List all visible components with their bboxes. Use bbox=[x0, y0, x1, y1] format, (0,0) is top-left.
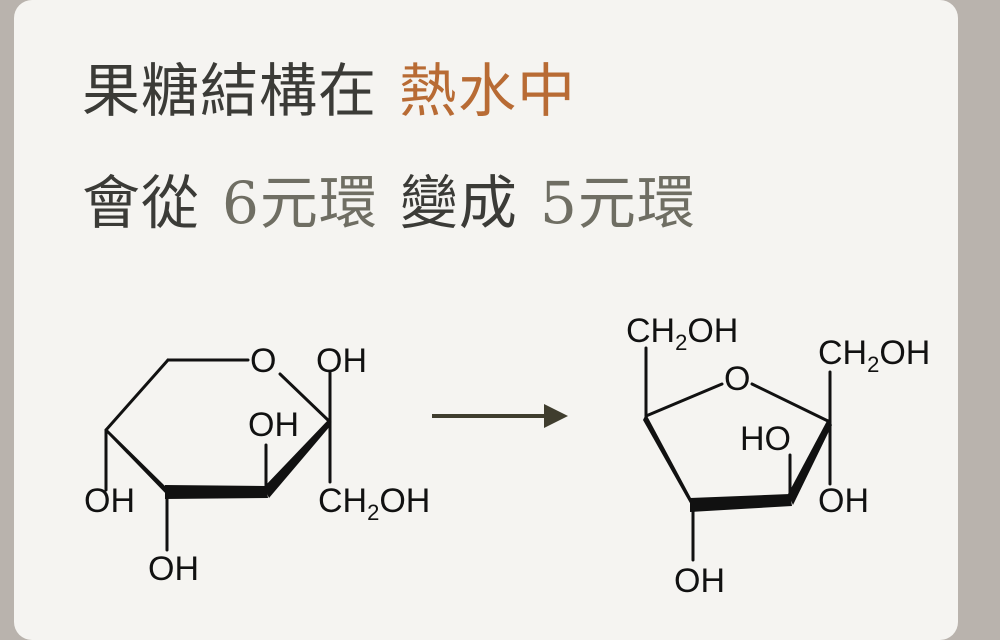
content-card bbox=[14, 0, 958, 640]
pyranose-oh-top: OH bbox=[316, 342, 367, 380]
title-six-ring: 6元環 bbox=[222, 169, 378, 237]
pyranose-ring-oxygen: O bbox=[250, 342, 276, 380]
title-text-becomes: 變成 bbox=[399, 169, 518, 237]
fructose-structure-diagram: O OH OH OH OH CH2OH CH2OH O CH2OH HO OH … bbox=[84, 312, 930, 600]
furanose-wedge-c3-c2 bbox=[788, 419, 832, 505]
furanose-ring-oxygen: O bbox=[724, 360, 750, 398]
furanose-ch2oh-right: CH2OH bbox=[818, 334, 930, 377]
pyranose-oh-c4: OH bbox=[148, 550, 199, 588]
furanose-oh-c4: OH bbox=[674, 562, 725, 600]
title-accent-hot-water: 熱水中 bbox=[399, 57, 577, 125]
furanose-bond-c5-o bbox=[644, 382, 724, 418]
pyranose-oh-c3: OH bbox=[248, 406, 299, 444]
title-five-ring: 5元環 bbox=[539, 169, 696, 237]
furanose-bond-o-c2 bbox=[750, 382, 832, 424]
title-line-1: 果糖結構在熱水中 bbox=[82, 62, 576, 120]
furanose-wedge-c5-c4 bbox=[643, 414, 695, 512]
pyranose-bond-c6-c5 bbox=[104, 358, 170, 432]
pyranose-wedge-c3-c2 bbox=[264, 419, 331, 498]
title-text-1: 果糖結構在 bbox=[82, 57, 378, 125]
pyranose-wedge-c5-c4 bbox=[106, 428, 170, 498]
furanose-oh-c2: OH bbox=[818, 482, 869, 520]
pyranose-wedge-c4-c3 bbox=[165, 485, 268, 499]
pyranose-bond-o-c2 bbox=[278, 372, 332, 424]
furanose-structure bbox=[644, 346, 832, 562]
furanose-ch2oh-left: CH2OH bbox=[626, 312, 738, 355]
reaction-arrow bbox=[432, 404, 568, 428]
pyranose-structure bbox=[104, 358, 332, 552]
title-text-from: 會從 bbox=[82, 169, 201, 237]
furanose-ho-c3: HO bbox=[740, 420, 791, 458]
pyranose-ch2oh: CH2OH bbox=[318, 482, 430, 525]
pyranose-oh-c5: OH bbox=[84, 482, 135, 520]
furanose-wedge-c4-c3 bbox=[690, 494, 792, 512]
